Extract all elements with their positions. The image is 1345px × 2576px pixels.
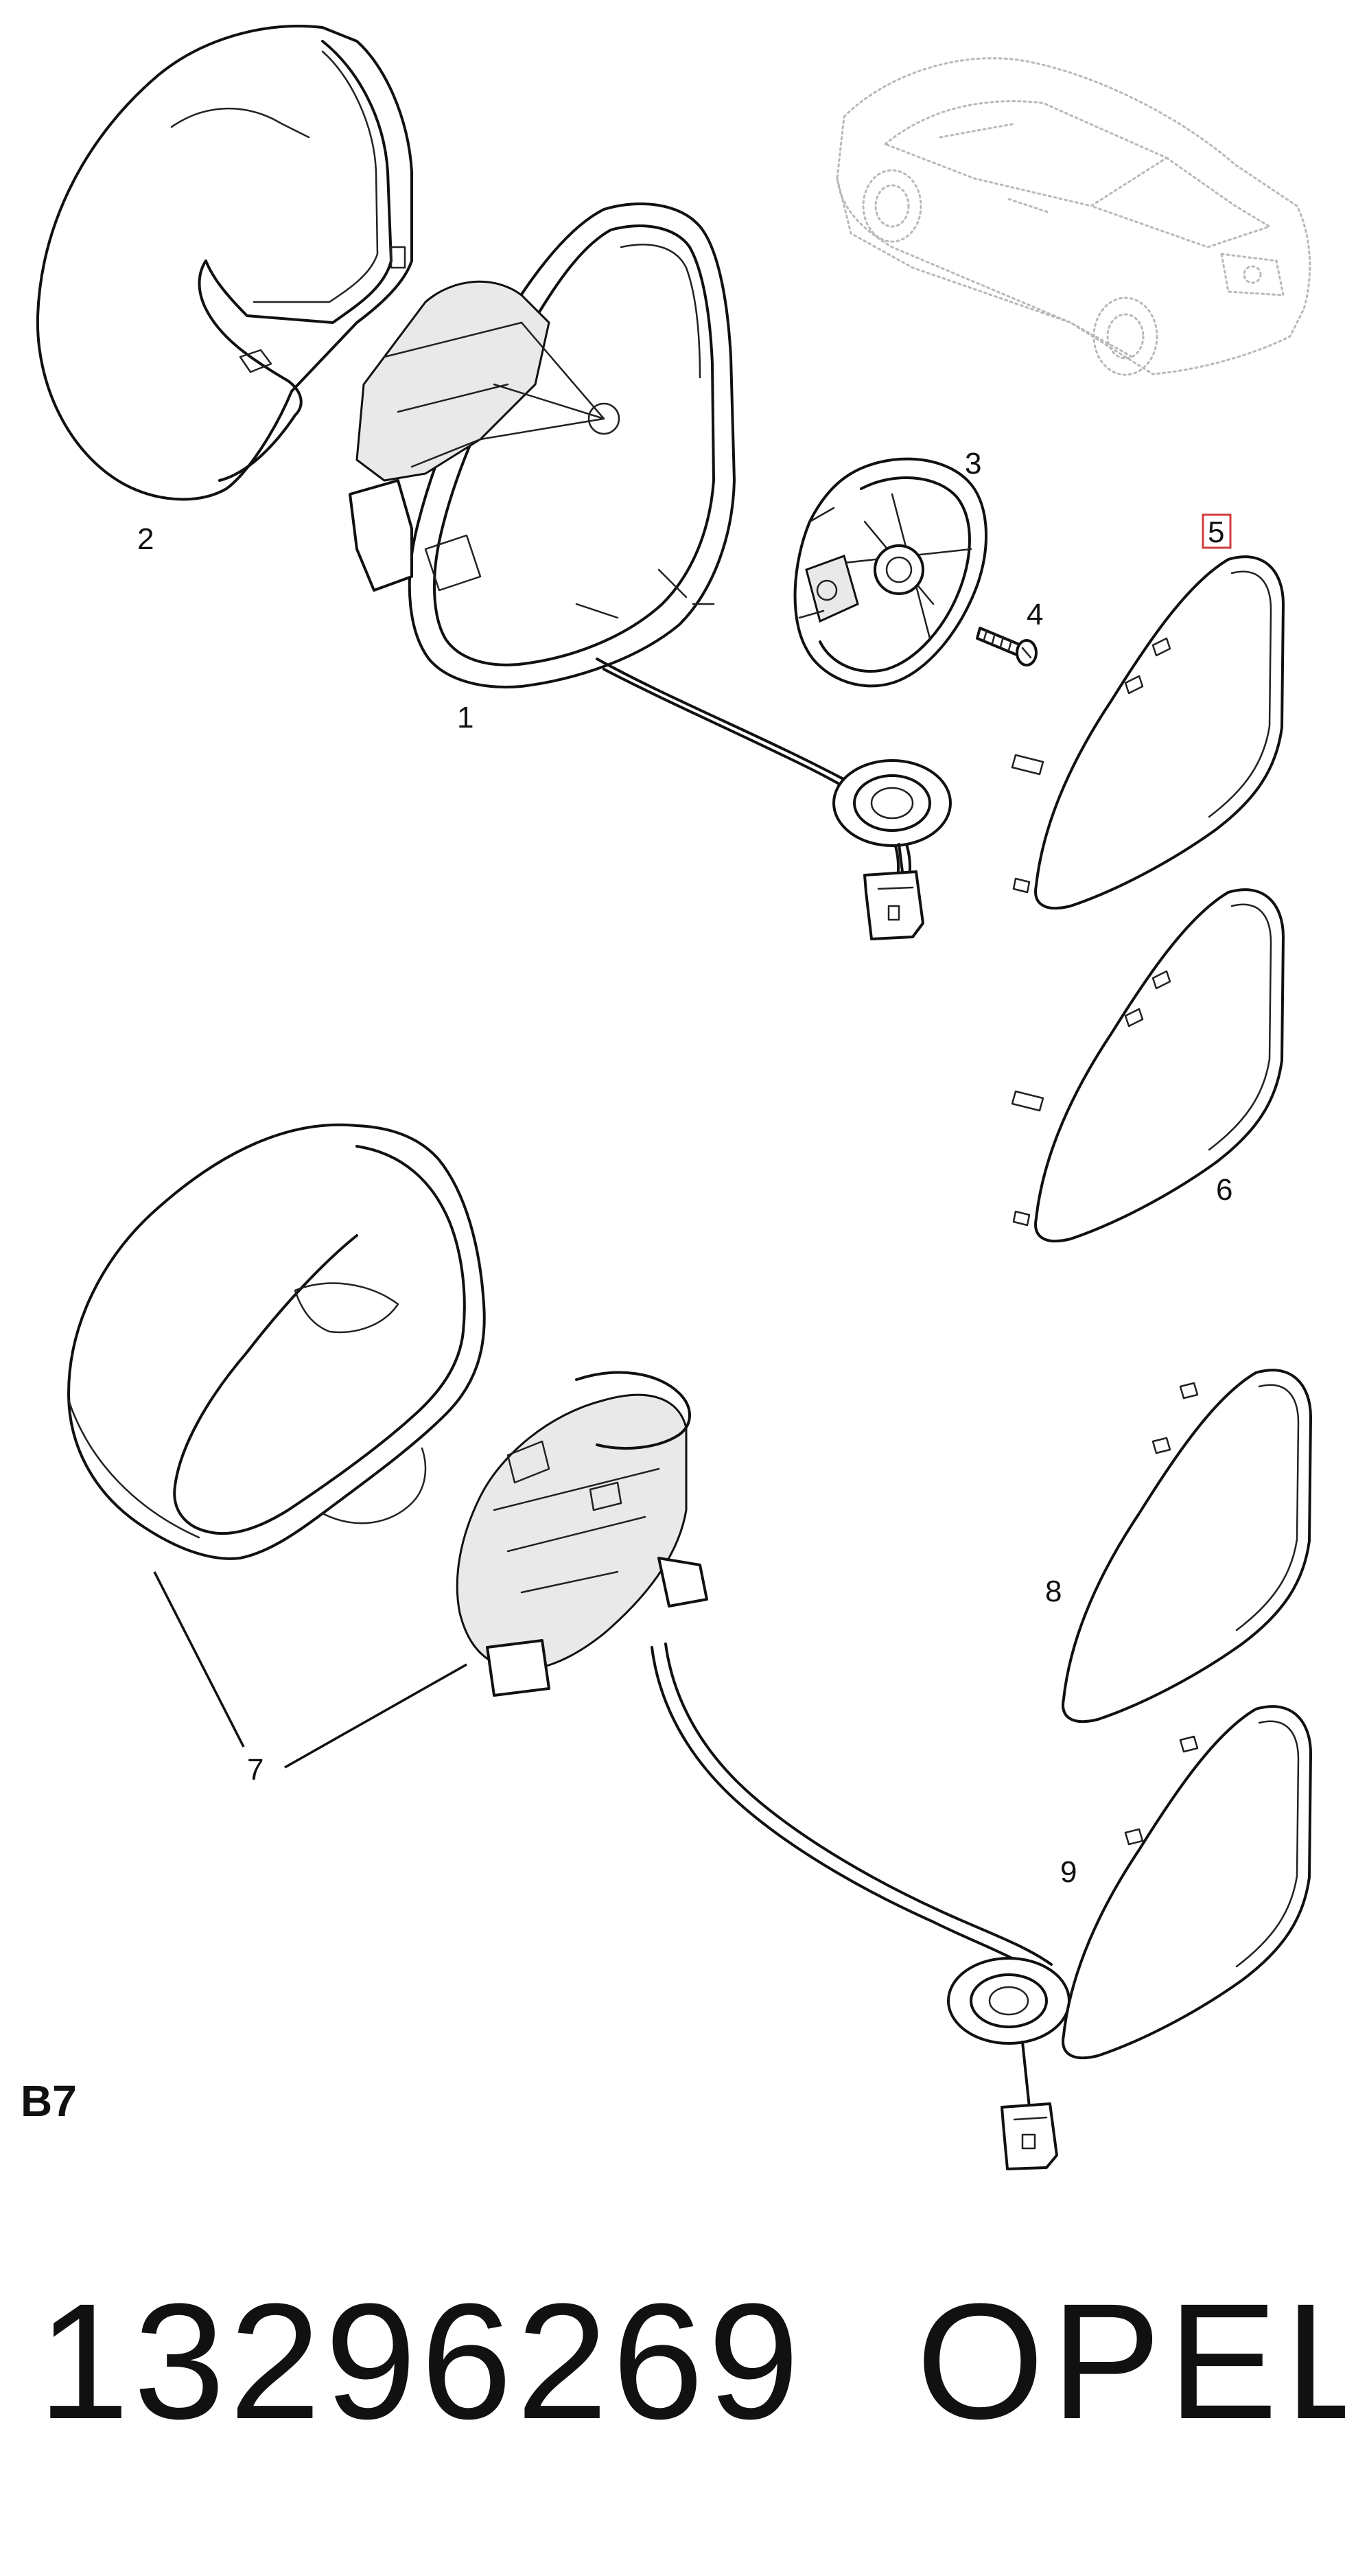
mirror-cover-upper	[36, 25, 413, 501]
callout-6: 6	[1216, 1173, 1232, 1207]
part-number: 13296269	[38, 2269, 804, 2453]
mirror-glass-lower-a	[1062, 1369, 1312, 1724]
callout-5-highlight	[1202, 513, 1232, 549]
callout-9: 9	[1060, 1855, 1077, 1889]
mirror-glass-lower-b	[1062, 1705, 1312, 2060]
mirror-glass-standard	[1011, 888, 1285, 1243]
mirror-housing-assembly	[349, 202, 952, 940]
leader-line-7b	[284, 1663, 467, 1769]
mirror-glass-heated	[1011, 555, 1285, 910]
mirror-motor-actuator	[793, 457, 987, 688]
callout-7: 7	[247, 1753, 264, 1787]
brand-name: OPEL	[916, 2269, 1345, 2453]
callout-8: 8	[1045, 1575, 1062, 1608]
callout-3: 3	[965, 447, 981, 480]
callout-5: 5	[1208, 515, 1224, 549]
mirror-housing-lower-assembly	[456, 1371, 1071, 2170]
vehicle-silhouette	[836, 57, 1311, 376]
leader-line-7a	[153, 1571, 245, 1748]
callout-2: 2	[137, 522, 154, 556]
callout-4: 4	[1027, 598, 1043, 631]
section-label: B7	[21, 2076, 77, 2126]
callout-1: 1	[457, 701, 473, 734]
mirror-cover-lower	[67, 1123, 486, 1560]
mounting-screw	[976, 627, 1038, 666]
